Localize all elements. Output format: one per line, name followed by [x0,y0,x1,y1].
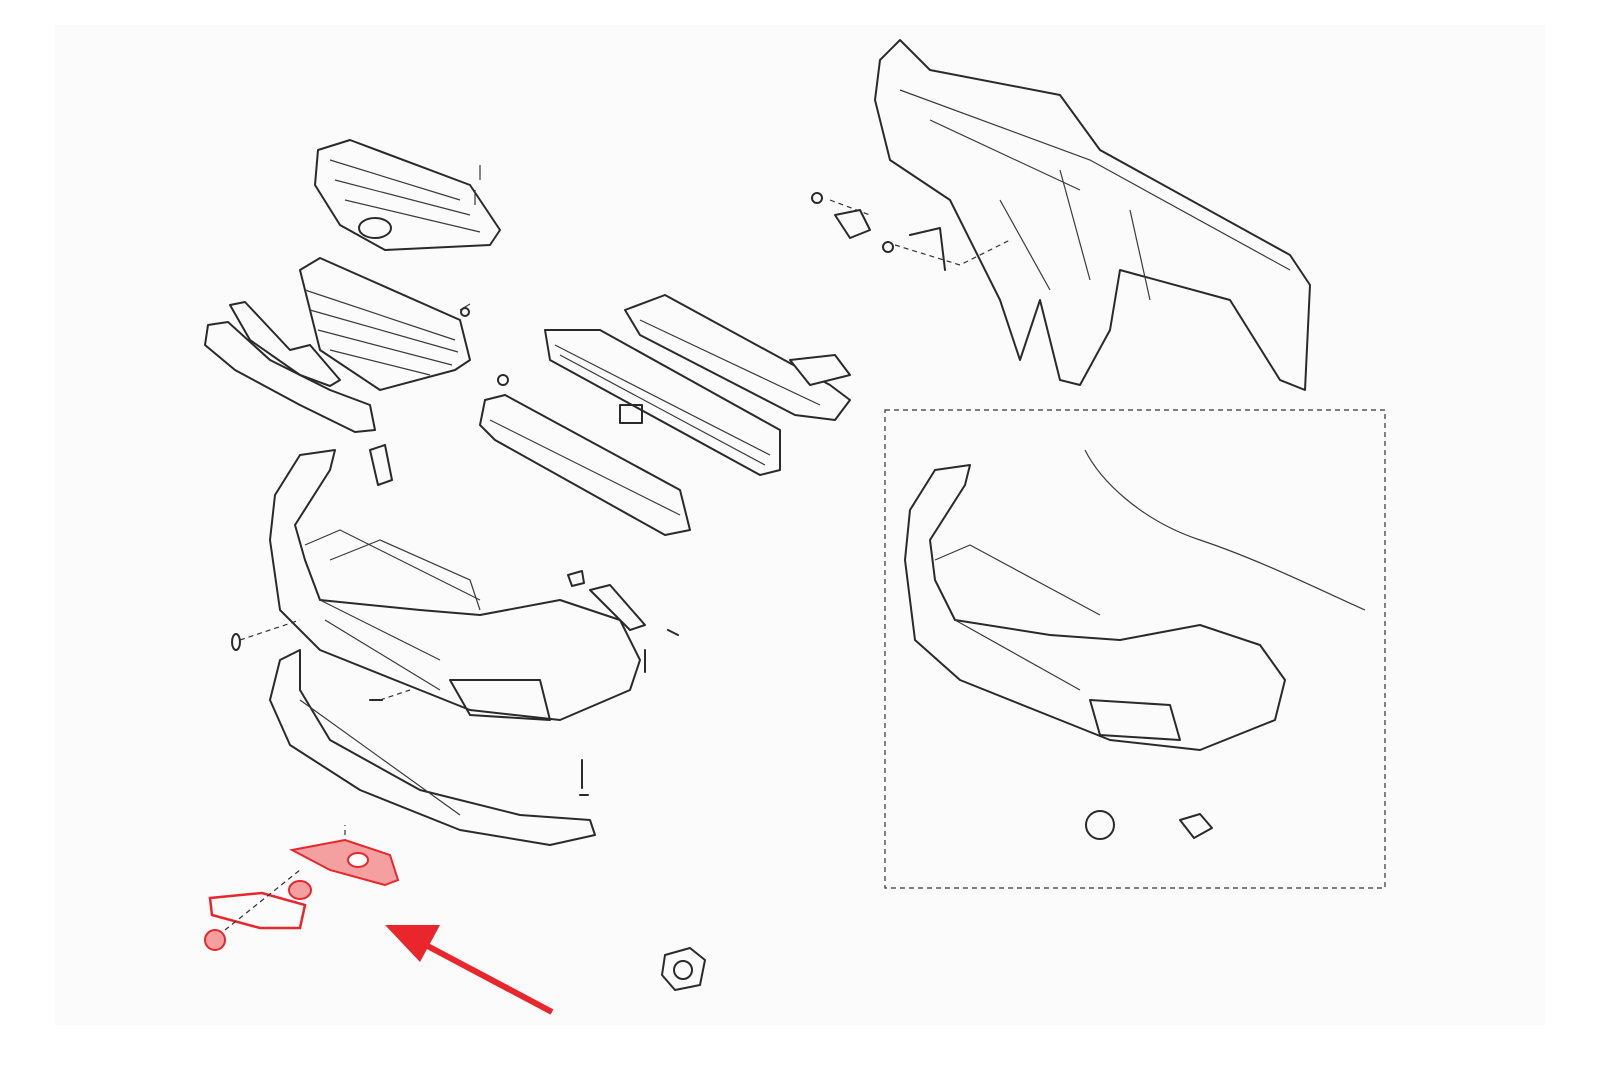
optional-variant-box [884,409,1386,889]
bracket [369,444,679,673]
upper-grille [314,139,501,251]
fastener [460,307,509,386]
lower-lip [269,649,596,846]
fog-lamp [661,947,706,991]
fog-lamp-cover-highlight [204,825,400,951]
red-arrow-icon [385,925,554,1015]
grille-molding [204,301,376,433]
bumper-cover [231,449,641,721]
cross-member [811,39,1311,391]
bumper-cover-with-sensors [904,449,1366,840]
bumper-beam [479,329,781,536]
radiator-grille [299,257,471,391]
energy-absorber [624,294,851,421]
